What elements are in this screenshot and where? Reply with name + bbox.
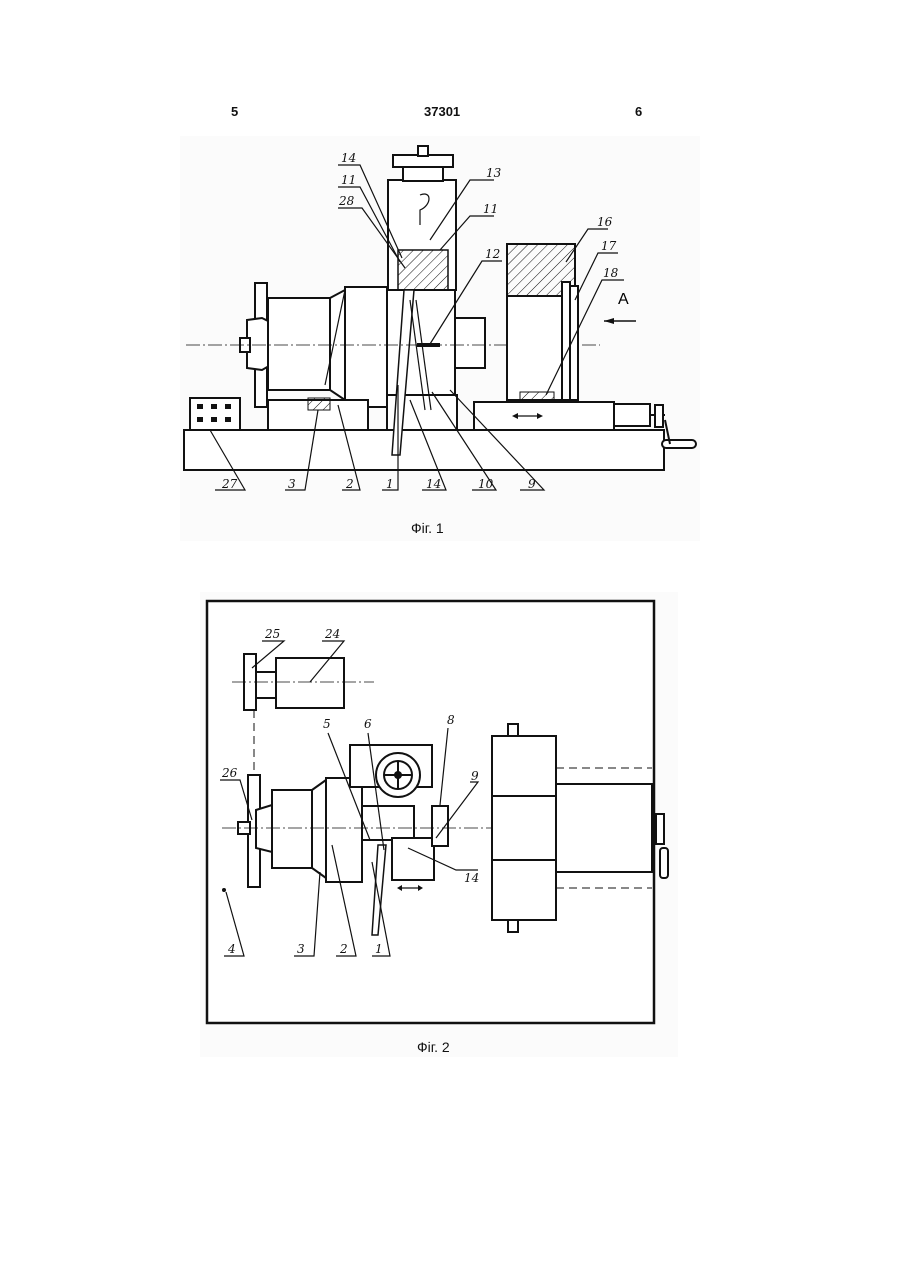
label-10: 10 [478, 477, 494, 491]
spindle-end [455, 318, 485, 368]
label-14-bottom: 14 [426, 477, 441, 491]
gearbox-housing [345, 287, 387, 407]
label-17: 17 [601, 239, 617, 253]
label-27: 27 [221, 477, 238, 491]
label-11-right: 11 [483, 202, 498, 216]
label-28: 28 [338, 194, 355, 208]
label-14-top: 14 [341, 151, 356, 165]
label-9: 9 [528, 477, 536, 491]
label-1: 1 [386, 477, 394, 491]
motor-housing [268, 298, 330, 390]
clamp-block [398, 250, 448, 290]
carriage [474, 402, 614, 430]
crank-handle [662, 440, 696, 448]
figure-1-caption: Фіг. 1 [411, 520, 444, 536]
workpiece-holder [507, 296, 562, 400]
label-13: 13 [486, 166, 502, 180]
label-12: 12 [485, 247, 500, 261]
control-box [190, 398, 240, 430]
label-18: 18 [603, 266, 619, 280]
view-label-a: A [618, 291, 629, 308]
label-2: 2 [345, 477, 354, 491]
label-16: 16 [597, 215, 613, 229]
label-3: 3 [288, 477, 296, 491]
figure-2-caption: Фіг. 2 [417, 1039, 450, 1055]
label-11-left: 11 [341, 173, 356, 187]
